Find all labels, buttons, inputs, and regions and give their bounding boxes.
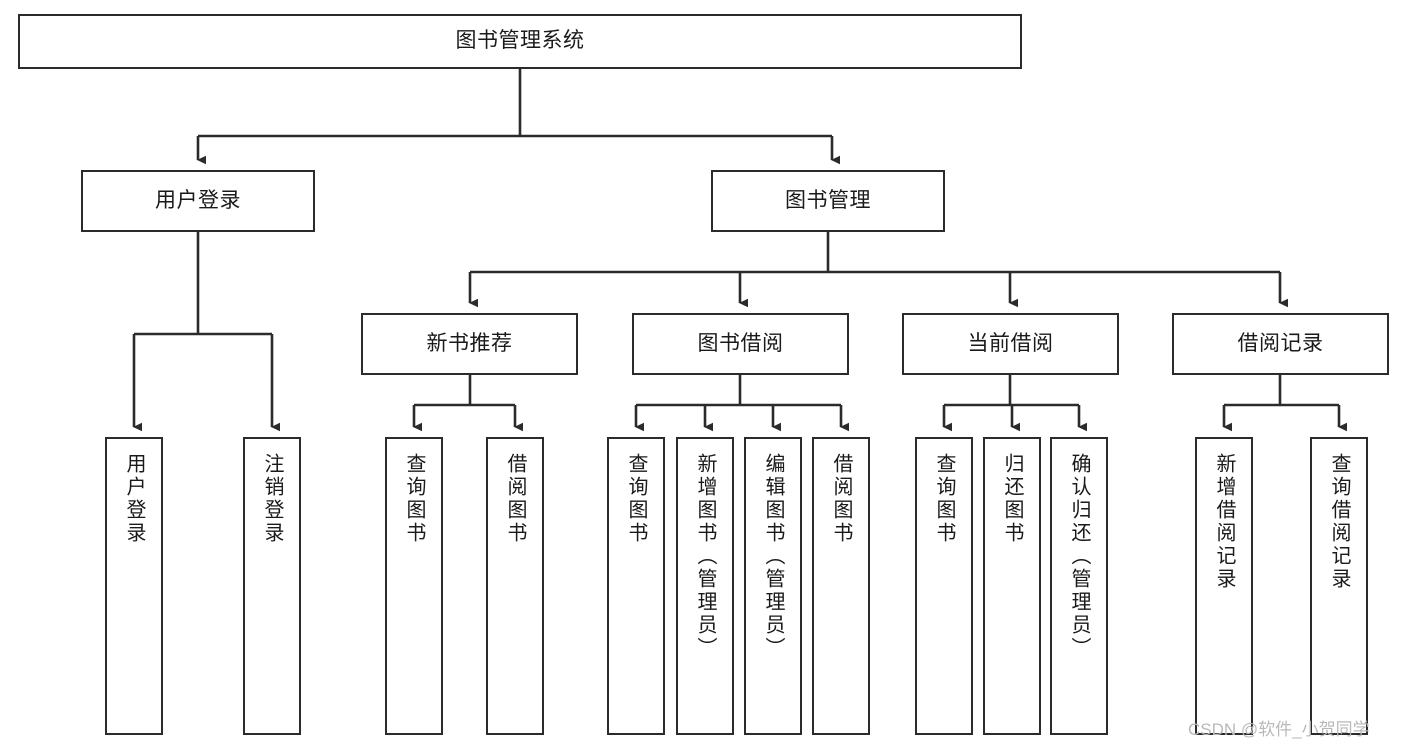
csdn-watermark: CSDN @软件_小贺同学: [1188, 720, 1370, 739]
leaf-cb-confirm-return-admin[interactable]: 确认归还（管理员）: [1050, 437, 1108, 735]
leaf-user-logout[interactable]: 注销登录: [243, 437, 301, 735]
leaf-nbr-query-book-label: 查询图书: [403, 453, 425, 545]
leaf-bb-query-book-label: 查询图书: [625, 453, 647, 545]
leaf-bb-edit-book-admin[interactable]: 编辑图书（管理员）: [744, 437, 802, 735]
leaf-cb-confirm-return-admin-label: 确认归还（管理员）: [1068, 453, 1090, 660]
node-borrow-record[interactable]: 借阅记录: [1172, 313, 1389, 375]
leaf-user-logout-label: 注销登录: [261, 453, 283, 545]
node-current-borrow-label: 当前借阅: [967, 331, 1054, 355]
leaf-bb-add-book-admin[interactable]: 新增图书（管理员）: [676, 437, 734, 735]
leaf-user-login[interactable]: 用户登录: [105, 437, 163, 735]
leaf-br-query-record[interactable]: 查询借阅记录: [1310, 437, 1368, 735]
leaf-bb-borrow-book[interactable]: 借阅图书: [812, 437, 870, 735]
leaf-nbr-borrow-book[interactable]: 借阅图书: [486, 437, 544, 735]
node-root-label: 图书管理系统: [455, 29, 585, 53]
leaf-cb-query-book[interactable]: 查询图书: [915, 437, 973, 735]
leaf-bb-add-book-admin-label: 新增图书（管理员）: [694, 453, 716, 660]
node-new-book-recommend-label: 新书推荐: [426, 331, 513, 355]
leaf-bb-query-book[interactable]: 查询图书: [607, 437, 665, 735]
leaf-user-login-label: 用户登录: [123, 453, 145, 545]
leaf-cb-return-book[interactable]: 归还图书: [983, 437, 1041, 735]
node-book-borrow[interactable]: 图书借阅: [632, 313, 849, 375]
leaf-cb-return-book-label: 归还图书: [1001, 453, 1023, 545]
node-user-login-label: 用户登录: [155, 188, 241, 212]
leaf-nbr-query-book[interactable]: 查询图书: [385, 437, 443, 735]
node-book-management[interactable]: 图书管理: [711, 170, 945, 232]
leaf-br-query-record-label: 查询借阅记录: [1328, 453, 1350, 591]
node-root[interactable]: 图书管理系统: [18, 14, 1022, 69]
node-new-book-recommend[interactable]: 新书推荐: [361, 313, 578, 375]
node-borrow-record-label: 借阅记录: [1237, 331, 1324, 355]
leaf-bb-borrow-book-label: 借阅图书: [830, 453, 852, 545]
node-book-borrow-label: 图书借阅: [697, 331, 784, 355]
leaf-nbr-borrow-book-label: 借阅图书: [504, 453, 526, 545]
leaf-br-add-record[interactable]: 新增借阅记录: [1195, 437, 1253, 735]
leaf-cb-query-book-label: 查询图书: [933, 453, 955, 545]
leaf-bb-edit-book-admin-label: 编辑图书（管理员）: [762, 453, 784, 660]
leaf-br-add-record-label: 新增借阅记录: [1213, 453, 1235, 591]
node-current-borrow[interactable]: 当前借阅: [902, 313, 1119, 375]
node-book-management-label: 图书管理: [785, 188, 871, 212]
node-user-login[interactable]: 用户登录: [81, 170, 315, 232]
